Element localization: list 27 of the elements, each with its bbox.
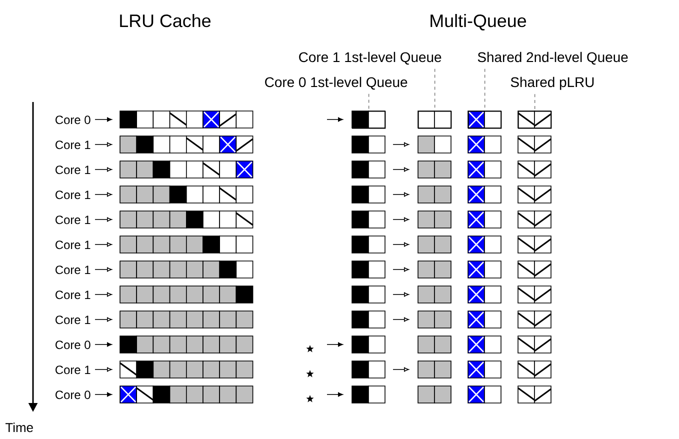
core-label: Core 1 <box>56 366 90 374</box>
leader-line <box>484 68 486 112</box>
queue-drawing <box>468 110 502 129</box>
leader-line <box>368 94 370 112</box>
core-label: Core 1 <box>56 240 90 250</box>
column-label: Shared 2nd-level Queue <box>478 52 628 65</box>
heading: LRU Cache <box>120 14 211 28</box>
column-label: Core 1 1st-level Queue <box>299 52 442 65</box>
heading: Multi-Queue <box>430 14 526 30</box>
leader-line <box>434 68 436 112</box>
core-label: Core 1 <box>56 266 90 274</box>
queue-drawing <box>418 110 452 129</box>
core-label: Core 1 <box>56 290 90 300</box>
column-label: Core 0 1st-level Queue <box>265 76 408 90</box>
core-label: Core 0 <box>56 390 90 400</box>
column-label: Shared pLRU <box>510 76 594 90</box>
core-label: Core 1 <box>56 166 90 174</box>
leader-line <box>534 94 536 112</box>
core-label: Core 0 <box>56 116 90 124</box>
core-label: Core 1 <box>56 140 90 150</box>
axis-label: Time <box>6 422 33 432</box>
queue-drawing <box>518 110 552 129</box>
core-label: Core 1 <box>56 216 90 224</box>
core-label: Core 1 <box>56 190 90 200</box>
queue-drawing <box>352 110 386 129</box>
core-label: Core 1 <box>56 316 90 324</box>
core-label: Core 0 <box>56 340 90 350</box>
